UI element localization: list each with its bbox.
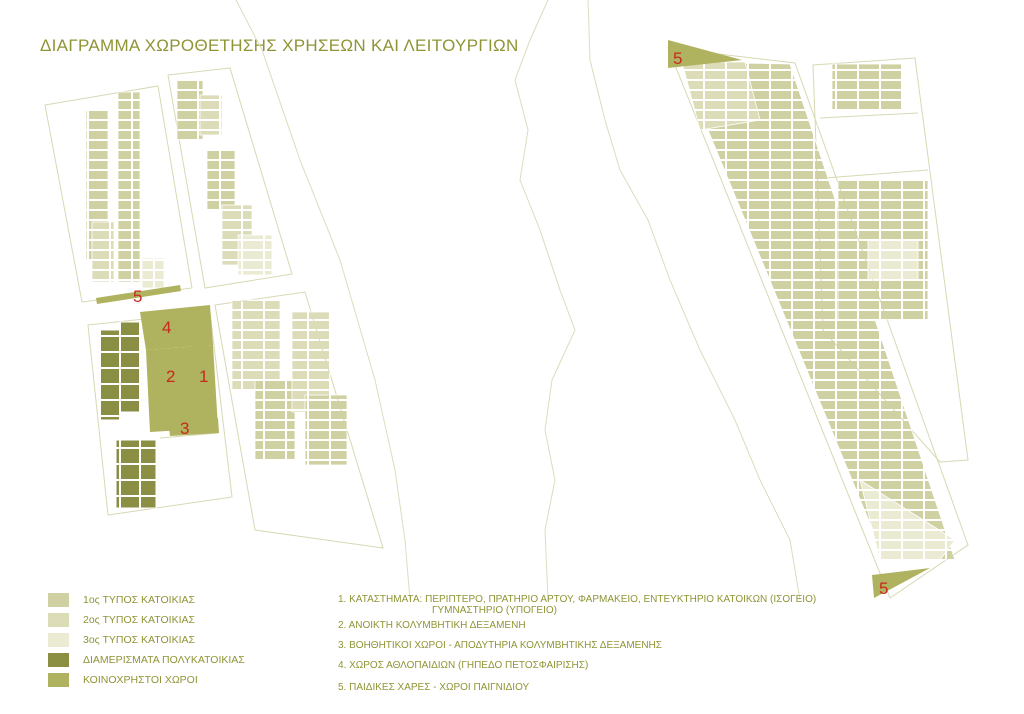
legend-label: ΚΟΙΝΟΧΡΗΣΤΟΙ ΧΩΡΟΙ — [83, 674, 198, 686]
note-1-sub: ΓΥΜΝΑΣΤΗΡΙΟ (ΥΠΟΓΕΙΟ) — [432, 605, 557, 616]
label-play-bottom: 5 — [879, 579, 888, 598]
label-shops: 1 — [199, 367, 208, 386]
legend-swatch — [48, 593, 69, 607]
housing-field-b — [176, 79, 273, 276]
label-sports: 4 — [162, 318, 171, 337]
common-spaces — [96, 40, 930, 598]
label-play-top: 5 — [673, 49, 682, 68]
legend-swatch — [48, 633, 69, 647]
housing-field-c — [231, 299, 348, 466]
legend-swatch — [48, 613, 69, 627]
play-triangle-bottom — [872, 568, 930, 598]
block-outlines — [44, 47, 969, 599]
legend-item-type1: 1ος ΤΥΠΟΣ ΚΑΤΟΙΚΙΑΣ — [48, 592, 195, 608]
note-2: 2. ΑΝΟΙΚΤΗ ΚΟΛΥΜΒΗΤΙΚΗ ΔΕΞΑΜΕΝΗ — [338, 620, 526, 631]
legend-swatch — [48, 673, 69, 687]
play-strip-left — [96, 285, 181, 304]
note-3: 3. ΒΟΗΘΗΤΙΚΟΙ ΧΩΡΟΙ - ΑΠΟΔΥΤΗΡΙΑ ΚΟΛΥΜΒΗ… — [338, 640, 662, 651]
legend-label: ΔΙΑΜΕΡΙΣΜΑΤΑ ΠΟΛΥΚΑΤΟΙΚΙΑΣ — [83, 654, 245, 666]
label-aux: 3 — [180, 419, 189, 438]
legend-label: 1ος ΤΥΠΟΣ ΚΑΤΟΙΚΙΑΣ — [83, 594, 195, 606]
legend-label: 2ος ΤΥΠΟΣ ΚΑΤΟΙΚΙΑΣ — [83, 614, 195, 626]
terrain-lines — [235, 0, 801, 601]
note-4: 4. ΧΩΡΟΣ ΑΘΛΟΠΑΙΔΙΩΝ (ΓΗΠΕΔΟ ΠΕΤΟΣΦΑΙΡΙΣ… — [338, 660, 589, 671]
housing-field-east-strip — [679, 61, 956, 561]
label-play-left: 5 — [133, 287, 142, 306]
housing-field-a — [85, 91, 165, 289]
play-triangle-top — [668, 40, 742, 68]
note-1: 1. ΚΑΤΑΣΤΗΜΑΤΑ: ΠΕΡΙΠΤΕΡΟ, ΠΡΑΤΗΡΙΟ ΑΡΤΟ… — [338, 594, 817, 605]
shops-building — [192, 343, 210, 420]
legend-item-apartments: ΔΙΑΜΕΡΙΣΜΑΤΑ ΠΟΛΥΚΑΤΟΙΚΙΑΣ — [48, 652, 245, 668]
label-pool: 2 — [166, 367, 175, 386]
legend-item-type3: 3ος ΤΥΠΟΣ ΚΑΤΟΙΚΙΑΣ — [48, 632, 195, 648]
legend-item-type2: 2ος ΤΥΠΟΣ ΚΑΤΟΙΚΙΑΣ — [48, 612, 195, 628]
apartment-buildings — [99, 321, 157, 509]
note-5: 5. ΠΑΙΔΙΚΕΣ ΧΑΡΕΣ - ΧΩΡΟΙ ΠΑΙΓΝΙΔΙΟΥ — [338, 682, 530, 693]
legend-item-common: ΚΟΙΝΟΧΡΗΣΤΟΙ ΧΩΡΟΙ — [48, 672, 198, 688]
sports-court — [140, 305, 213, 350]
legend-swatch — [48, 653, 69, 667]
aux-building — [168, 418, 219, 436]
page-title: ΔΙΑΓΡΑΜΜΑ ΧΩΡΟΘΕΤΗΣΗΣ ΧΡΗΣΕΩΝ ΚΑΙ ΛΕΙΤΟΥ… — [40, 36, 519, 55]
housing-field-east-block — [831, 63, 929, 321]
legend-label: 3ος ΤΥΠΟΣ ΚΑΤΟΙΚΙΑΣ — [83, 634, 195, 646]
